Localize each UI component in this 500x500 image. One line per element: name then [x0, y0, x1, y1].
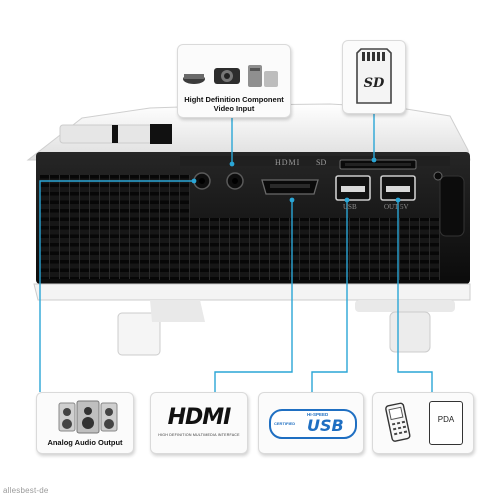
sd-card-icon: SD [356, 48, 392, 104]
callout-leader-lines [39, 112, 433, 392]
sd-slot [339, 159, 417, 170]
indicator-light [433, 171, 443, 181]
usb-badge-left: CERTIFIED [274, 421, 296, 426]
pda-device: PDA [429, 401, 463, 445]
media-devices-icon [183, 65, 278, 87]
usb-port-label: USB [343, 203, 357, 211]
projector-top-shell [26, 103, 471, 161]
phone-icon [385, 402, 411, 442]
speakers-icon [58, 400, 118, 434]
audio-output-label: Analog Audio Output [47, 438, 123, 447]
sd-card-callout: SD [342, 40, 406, 114]
hdmi-port [261, 179, 319, 195]
mobile-device-callout: PDA [372, 392, 474, 454]
usb-callout: HI-SPEED CERTIFIED USB [258, 392, 364, 454]
usb-badge: HI-SPEED CERTIFIED USB [269, 409, 357, 439]
component-video-label-2: Video Input [213, 104, 255, 113]
audio-output-callout: Analog Audio Output [36, 392, 134, 454]
hdmi-logo: HDMI [167, 405, 232, 430]
svg-text:SD: SD [364, 76, 385, 91]
component-video-label-1: Hight Definition Component [184, 95, 284, 104]
usb-power-port-label: OUT 5V [384, 203, 409, 211]
pda-label: PDA [437, 415, 455, 424]
usb-port [335, 175, 371, 201]
hdmi-tagline: HIGH DEFINITION MULTIMEDIA INTERFACE [158, 433, 240, 437]
sd-slot-label: SD [316, 158, 327, 167]
hdmi-callout: HDMI HIGH DEFINITION MULTIMEDIA INTERFAC… [150, 392, 248, 454]
usb-badge-top: HI-SPEED [307, 412, 329, 417]
component-video-callout: Hight Definition Component Video Input [177, 44, 291, 118]
projector-front-panel [36, 152, 470, 284]
hdmi-port-label: HDMI [275, 158, 301, 167]
watermark: allesbest-de [3, 486, 49, 495]
usb-logo: USB [307, 416, 344, 435]
usb-power-port [380, 175, 416, 201]
av-jack [226, 172, 244, 190]
projector-base [33, 283, 471, 356]
